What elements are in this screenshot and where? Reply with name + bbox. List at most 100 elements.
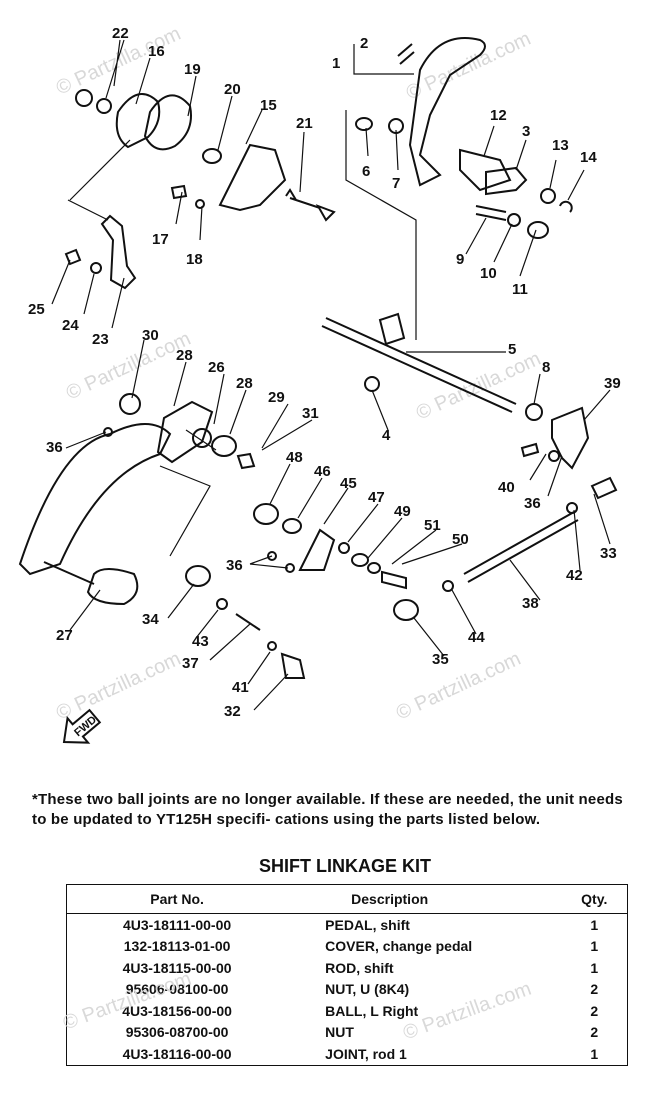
spring-part bbox=[397, 43, 415, 65]
lever-part bbox=[100, 214, 137, 290]
part-description: COVER, change pedal bbox=[325, 938, 473, 955]
callout-40: 40 bbox=[498, 479, 515, 496]
callout-33: 33 bbox=[600, 545, 617, 562]
washer-part bbox=[96, 98, 112, 114]
callout-12: 12 bbox=[490, 107, 507, 124]
guide-line bbox=[159, 465, 211, 557]
leader-line bbox=[51, 191, 203, 329]
callout-6: 6 bbox=[362, 163, 370, 180]
callout-5: 5 bbox=[508, 341, 516, 358]
callout-11: 11 bbox=[512, 281, 528, 298]
availability-note: *These two ball joints are no longer ava… bbox=[32, 791, 623, 828]
part-description: ROD, shift bbox=[325, 959, 394, 976]
part-qty: 1 bbox=[561, 935, 628, 957]
stud-part bbox=[235, 613, 261, 631]
callout-39: 39 bbox=[604, 375, 621, 392]
watermark: © Partzilla.com bbox=[53, 648, 184, 725]
callout-10: 10 bbox=[480, 265, 497, 282]
callout-32: 32 bbox=[224, 703, 241, 720]
callout-14: 14 bbox=[580, 149, 597, 166]
leader-line bbox=[413, 589, 477, 657]
part-qty: 2 bbox=[561, 1000, 628, 1022]
guide-line bbox=[345, 110, 417, 340]
part-qty: 1 bbox=[561, 913, 628, 936]
part-drawings bbox=[18, 37, 618, 679]
leader-line bbox=[105, 39, 305, 193]
washer-part bbox=[525, 403, 543, 421]
pedal-rubber-part bbox=[86, 568, 139, 606]
leader-line bbox=[65, 429, 217, 451]
bolt-part bbox=[64, 248, 82, 266]
watermark: © Partzilla.com bbox=[63, 328, 194, 405]
table-row: 4U3-18156-00-00 BALL, L Right 2 bbox=[66, 1000, 628, 1022]
callout-48: 48 bbox=[286, 449, 303, 466]
callout-28b: 28 bbox=[236, 375, 253, 392]
part-qty: 1 bbox=[561, 957, 628, 979]
part-description: JOINT, rod 1 bbox=[287, 1043, 562, 1066]
ball-joint-part bbox=[185, 565, 211, 587]
washer-part bbox=[367, 562, 381, 574]
nut-part bbox=[442, 580, 454, 592]
ball-joint-part bbox=[590, 476, 618, 500]
callout-34: 34 bbox=[142, 611, 159, 628]
callout-42: 42 bbox=[566, 567, 583, 584]
callout-49: 49 bbox=[394, 503, 411, 520]
table-row: 4U3-18116-00-00 JOINT, rod 1 1 bbox=[66, 1043, 628, 1066]
shift-lever-part bbox=[408, 37, 486, 187]
callout-22: 22 bbox=[112, 25, 129, 42]
callout-36a: 36 bbox=[46, 439, 63, 456]
callout-37: 37 bbox=[182, 655, 199, 672]
part-qty: 2 bbox=[561, 1021, 628, 1043]
washer-part bbox=[195, 199, 205, 209]
callout-21: 21 bbox=[296, 115, 313, 132]
part-number: 95306-08700-00 bbox=[66, 1021, 288, 1043]
callout-29: 29 bbox=[268, 389, 285, 406]
callout-3: 3 bbox=[522, 123, 530, 140]
callout-46: 46 bbox=[314, 463, 331, 480]
part-number: 4U3-18116-00-00 bbox=[66, 1043, 288, 1066]
oring-part bbox=[338, 542, 350, 554]
callout-24: 24 bbox=[62, 317, 79, 334]
exploded-parts-diagram: © Partzilla.com © Partzilla.com © Partzi… bbox=[18, 23, 621, 744]
callout-30: 30 bbox=[142, 327, 159, 344]
part-number: 95606-08100-00 bbox=[66, 978, 288, 1000]
callout-36c: 36 bbox=[524, 495, 541, 512]
leader-line bbox=[69, 589, 101, 631]
callout-9: 9 bbox=[456, 251, 464, 268]
callout-19: 19 bbox=[184, 61, 201, 78]
callout-7: 7 bbox=[392, 175, 400, 192]
shift-cam-part bbox=[143, 94, 192, 151]
washer-part bbox=[192, 428, 212, 448]
nut-part bbox=[566, 502, 578, 514]
nut-part bbox=[216, 598, 228, 610]
callout-18: 18 bbox=[186, 251, 203, 268]
nut-part bbox=[75, 89, 93, 107]
table-row: 132-18113-01-00 COVER, change pedal 1 bbox=[66, 935, 628, 957]
part-number: 132-18113-01-00 bbox=[66, 935, 288, 957]
clip-part bbox=[559, 200, 573, 213]
rod-part bbox=[463, 511, 579, 583]
ball-joint-part bbox=[393, 599, 419, 621]
callout-1: 1 bbox=[332, 55, 340, 72]
washer-part bbox=[507, 213, 521, 227]
guide-line bbox=[69, 139, 131, 201]
callout-13: 13 bbox=[552, 137, 569, 154]
watermark: © Partzilla.com bbox=[393, 648, 524, 725]
kit-title: SHIFT LINKAGE KIT bbox=[259, 856, 431, 876]
callout-2: 2 bbox=[360, 35, 368, 52]
leader-line bbox=[167, 583, 289, 711]
arm-part bbox=[298, 528, 336, 571]
header-qty: Qty. bbox=[561, 884, 628, 914]
nut-part bbox=[236, 452, 256, 470]
arm-part bbox=[485, 166, 528, 196]
shift-arm-part bbox=[115, 93, 161, 149]
part-qty: 1 bbox=[561, 1043, 628, 1066]
callout-25: 25 bbox=[28, 301, 45, 318]
nut-part bbox=[548, 450, 560, 462]
callout-36b: 36 bbox=[226, 557, 243, 574]
callout-8: 8 bbox=[542, 359, 550, 376]
callout-28a: 28 bbox=[176, 347, 193, 364]
part-description: PEDAL, shift bbox=[325, 916, 410, 933]
callout-50: 50 bbox=[452, 531, 469, 548]
washer-part bbox=[527, 221, 549, 239]
